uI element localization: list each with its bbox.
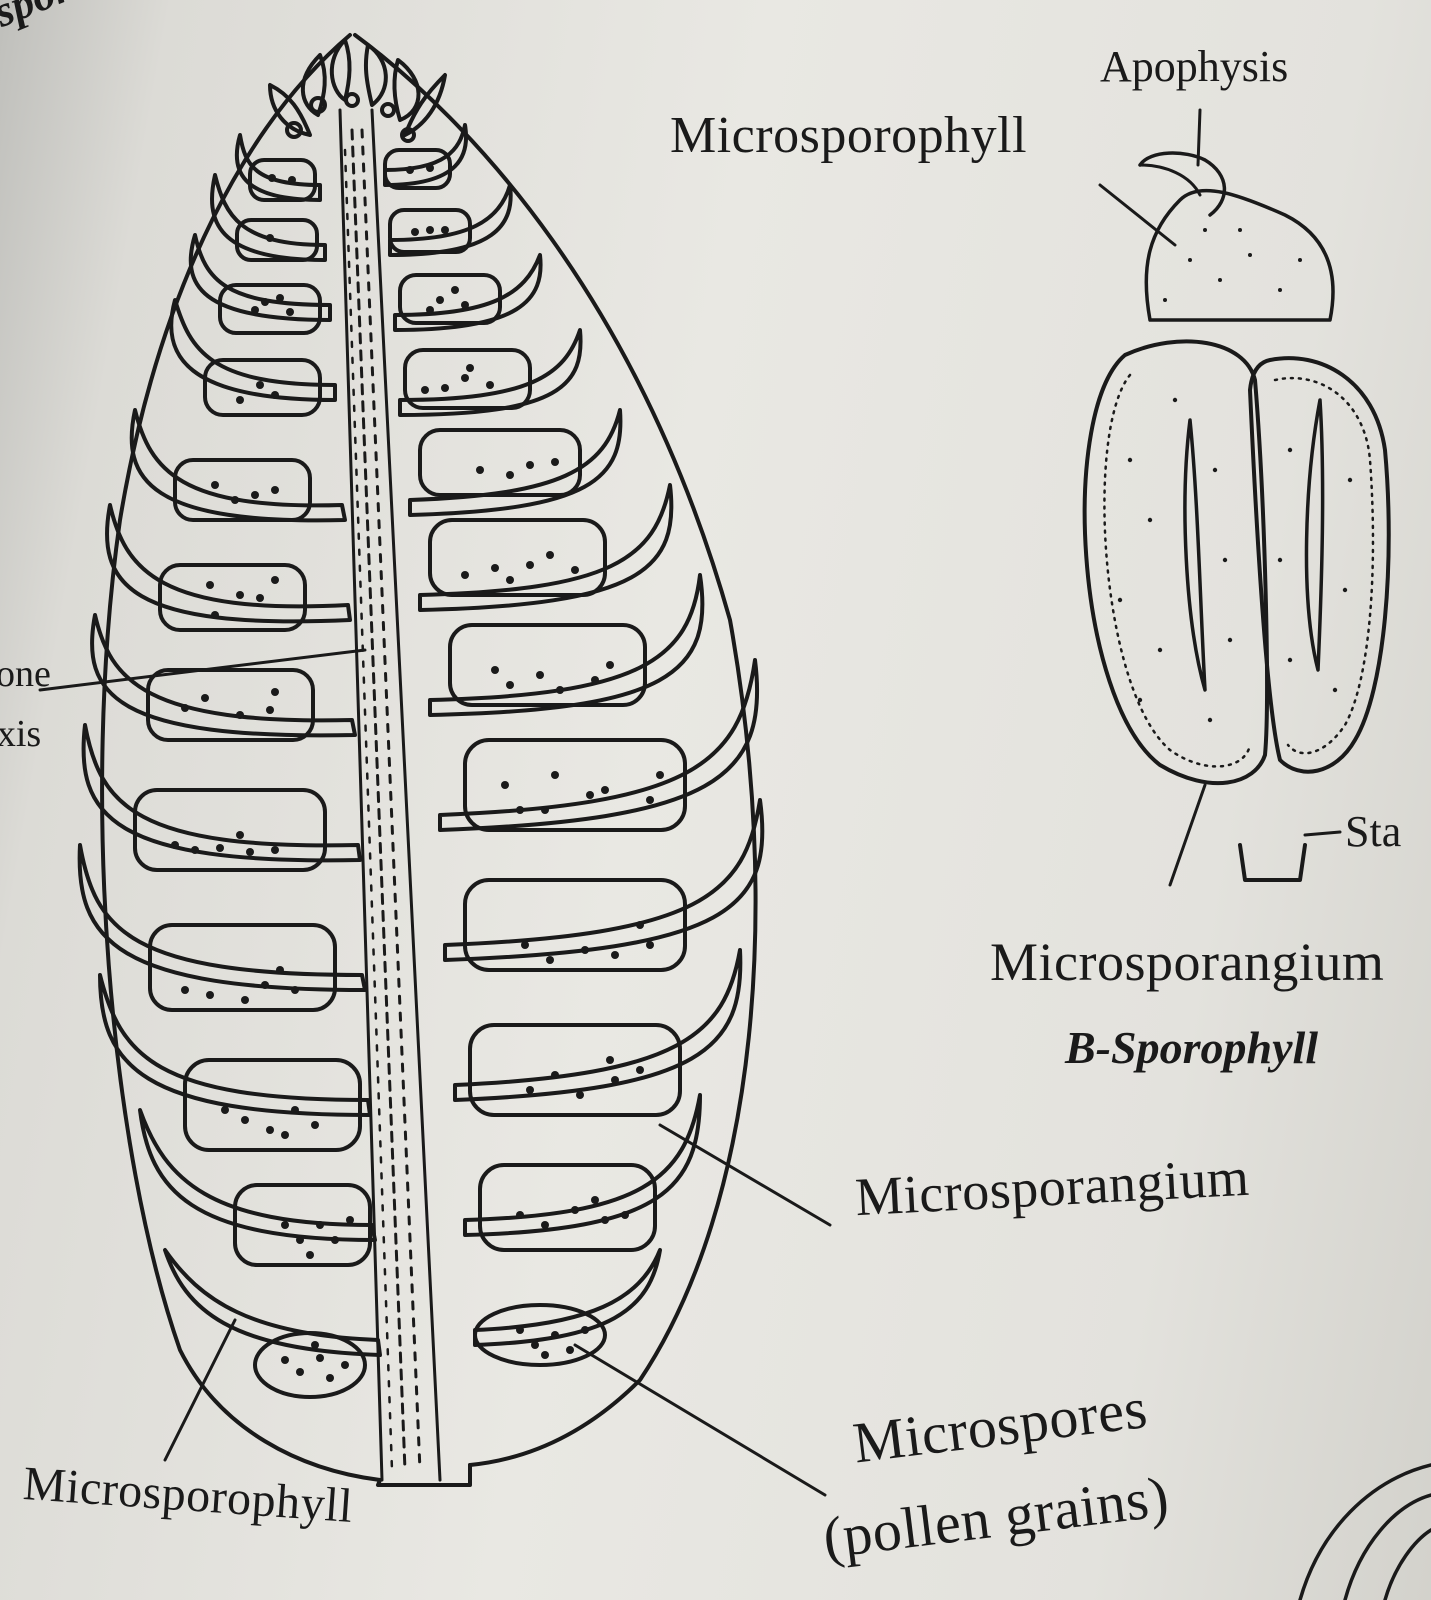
- apophysis-label: Apophysis: [1100, 42, 1289, 91]
- cone-axis-label-cut-2: axis: [0, 713, 42, 755]
- apophysis-leader: [1196, 108, 1202, 167]
- cone-outline-right: [353, 33, 758, 1467]
- sporophyll-microsporophyll-label: Microsporophyll: [670, 107, 1028, 164]
- partial-figure-edge: [1298, 1463, 1431, 1600]
- dehiscence-slit-right: [1304, 398, 1325, 672]
- sporophyll-stipple: [1117, 228, 1353, 723]
- microsporophyll-b-leader: [1098, 183, 1177, 247]
- microsporangium-sac-right: [1248, 356, 1391, 774]
- cone-axis-strands: [350, 128, 407, 1472]
- microsporophyll-leader: [163, 1318, 237, 1462]
- dehiscence-slit-left: [1183, 418, 1207, 692]
- cone-axis-right-edge: [370, 108, 442, 1482]
- cone-axis-leader: [38, 648, 367, 692]
- stalk-label-cut: Sta: [1345, 807, 1402, 856]
- sporophyll-microsporangium-label: Microsporangium: [990, 932, 1385, 992]
- cone-axis-label-cut-1: one: [0, 653, 51, 695]
- cone-axis-strands-2: [360, 128, 422, 1472]
- stalk-leader: [1303, 830, 1342, 837]
- sporophyll-stalk: [1238, 843, 1307, 882]
- sporophyll-b: [1082, 108, 1391, 887]
- sporophyll-caption: B-Sporophyll: [1065, 1022, 1319, 1073]
- cone-axis-left-edge: [338, 108, 384, 1482]
- microsporangium-leader: [658, 1123, 832, 1227]
- cone-axis-strands-3: [343, 148, 394, 1472]
- microsporangium-sac-left: [1082, 339, 1269, 786]
- microspore-dots: [171, 164, 664, 1382]
- right-microsporophylls: [383, 123, 765, 1367]
- microspores-leader: [573, 1343, 827, 1497]
- left-microsporophylls: [77, 133, 382, 1399]
- cone-base-stalk: [376, 1463, 472, 1487]
